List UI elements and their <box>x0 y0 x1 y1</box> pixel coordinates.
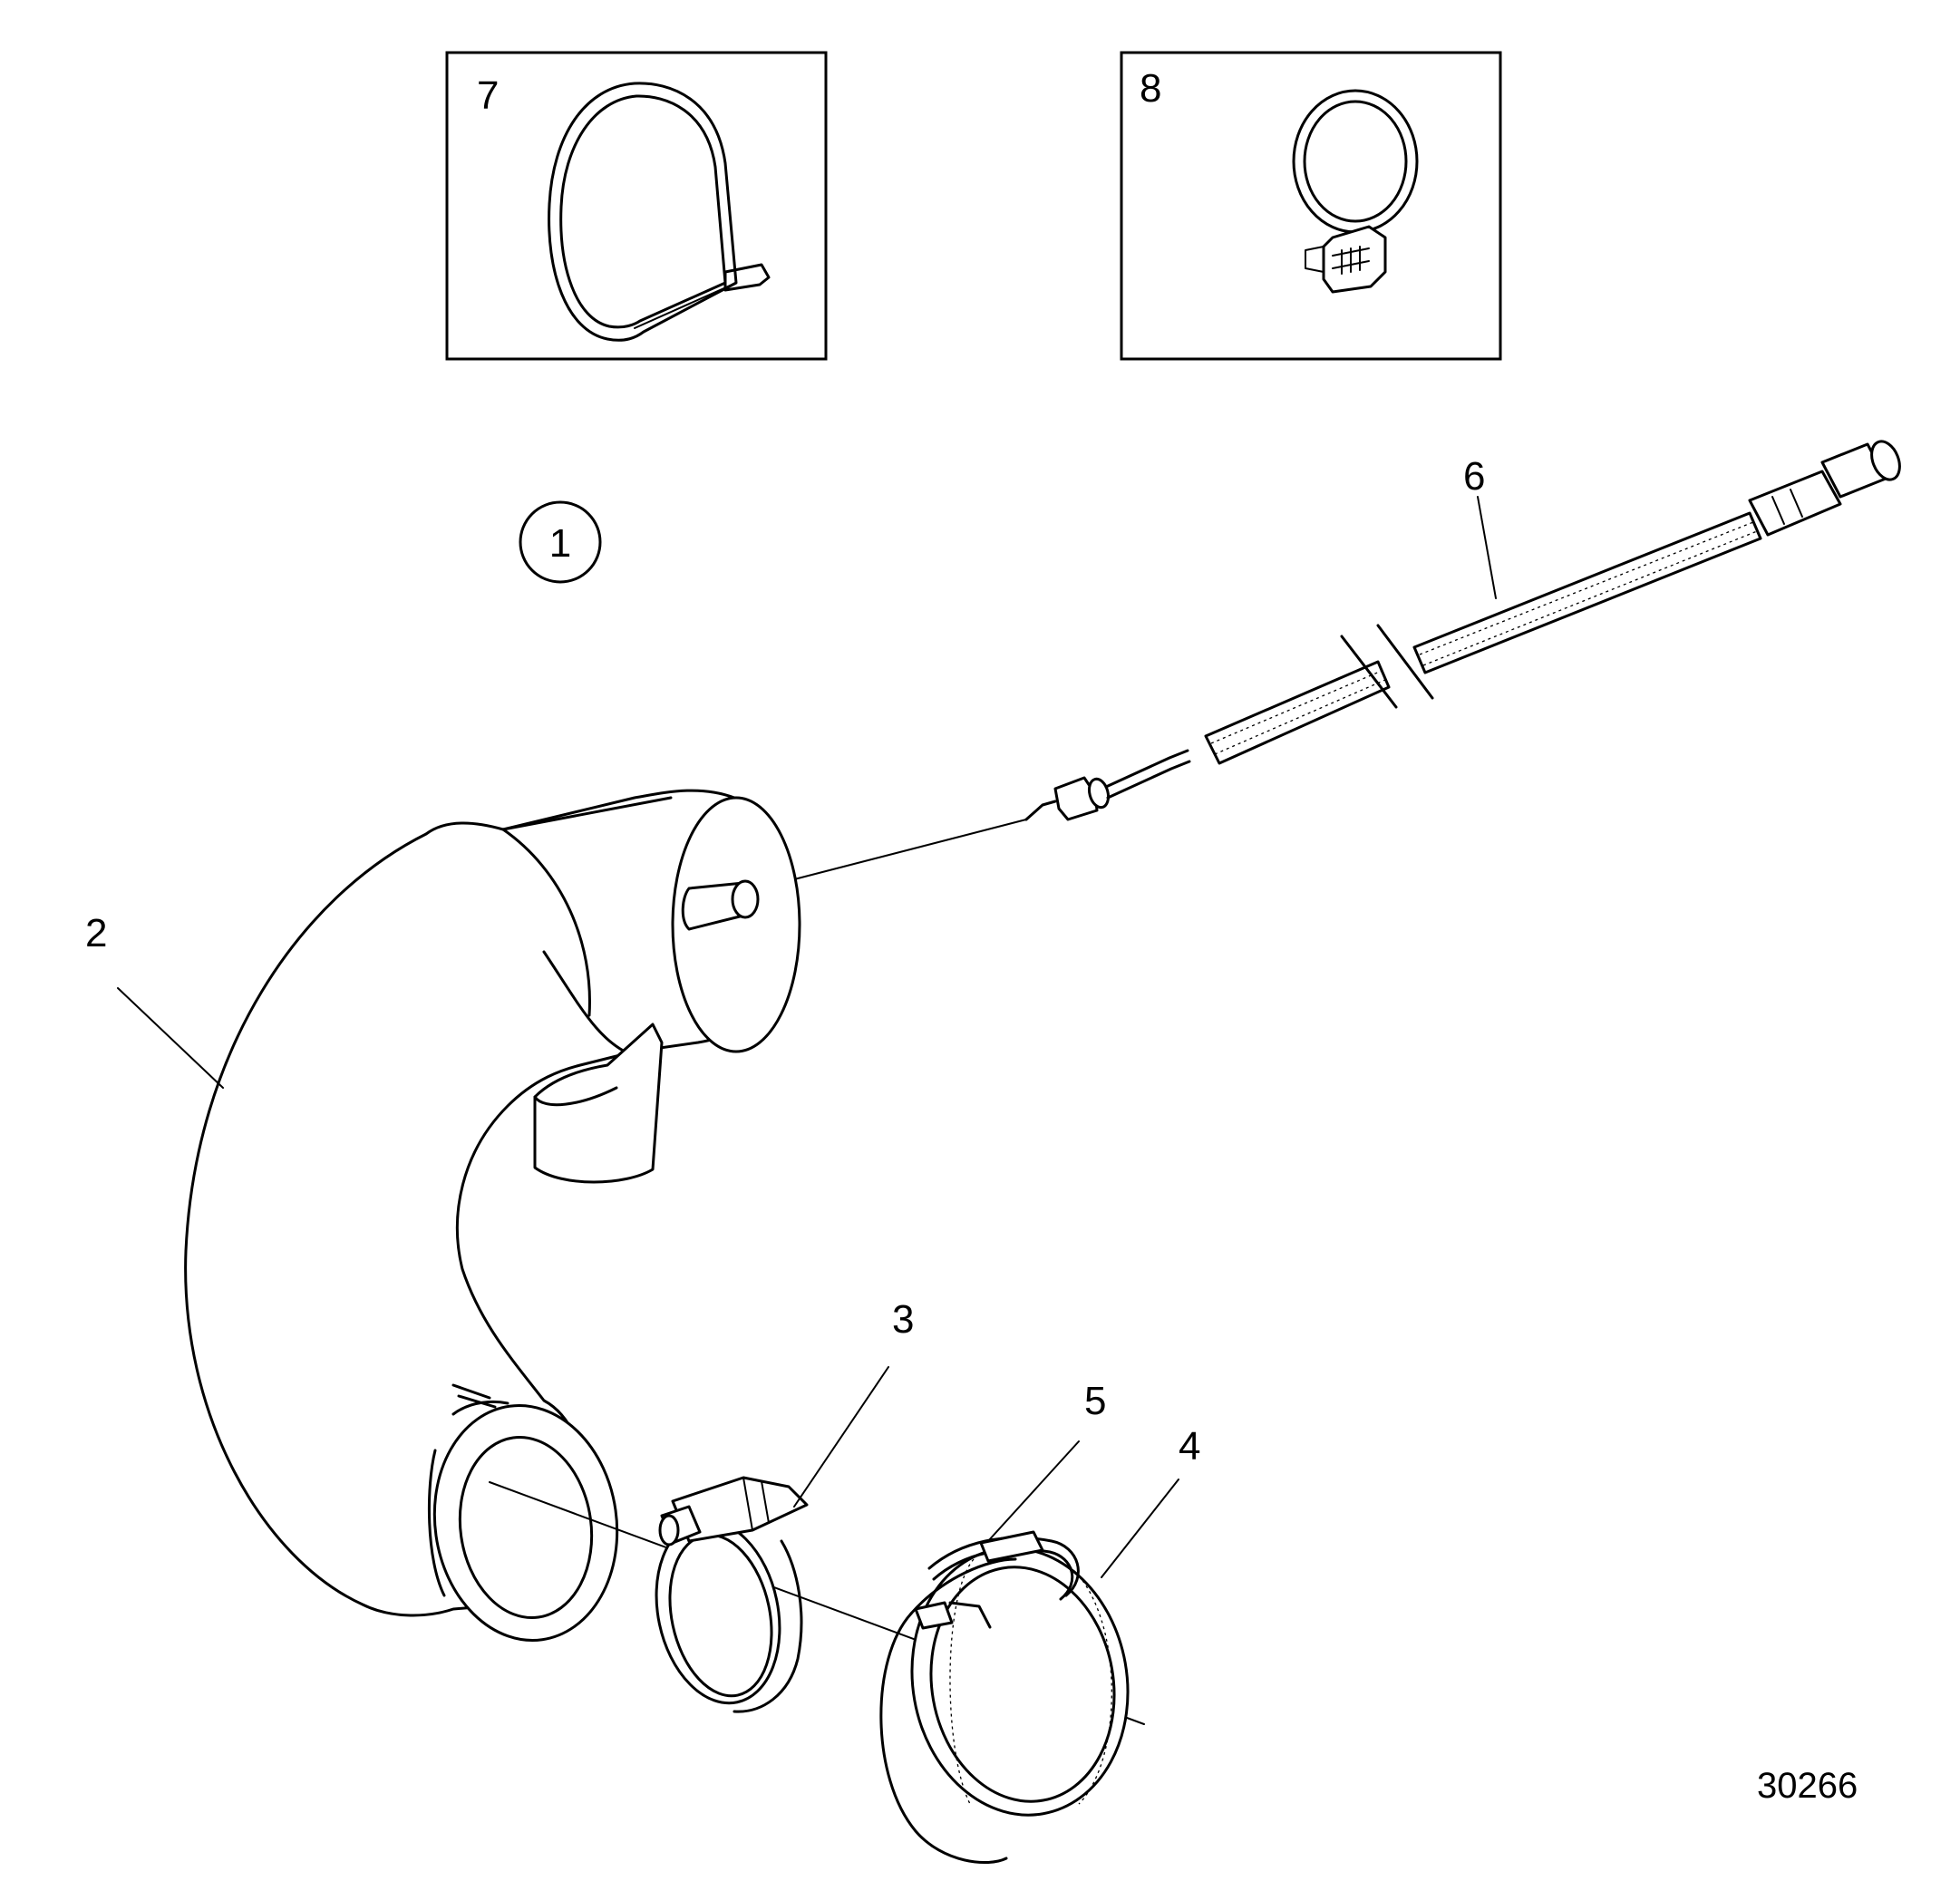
t-bolt-clamp: 3 <box>655 1297 914 1713</box>
callout-6: 6 <box>1463 454 1485 499</box>
spring-clip: 5 <box>914 1379 1106 1630</box>
callout-2: 2 <box>85 911 107 955</box>
callout-1: 1 <box>549 521 571 566</box>
assembly-callout: 1 <box>519 500 602 584</box>
detail-box-7: 7 <box>445 51 828 361</box>
callout-7: 7 <box>477 73 499 118</box>
clamp-sleeve: 4 <box>879 1424 1200 1865</box>
band-clamp-d-shape <box>548 82 771 342</box>
callout-5: 5 <box>1084 1379 1106 1423</box>
ear-clamp-ring <box>1292 89 1419 294</box>
exhaust-hose: 2 <box>85 789 1145 1725</box>
callout-4: 4 <box>1179 1424 1200 1469</box>
sensor-cable: 6 <box>741 440 1901 894</box>
callout-3: 3 <box>892 1297 914 1342</box>
callout-8: 8 <box>1140 66 1161 111</box>
detail-box-8: 8 <box>1120 51 1502 361</box>
drawing-number: 30266 <box>1757 1766 1858 1806</box>
